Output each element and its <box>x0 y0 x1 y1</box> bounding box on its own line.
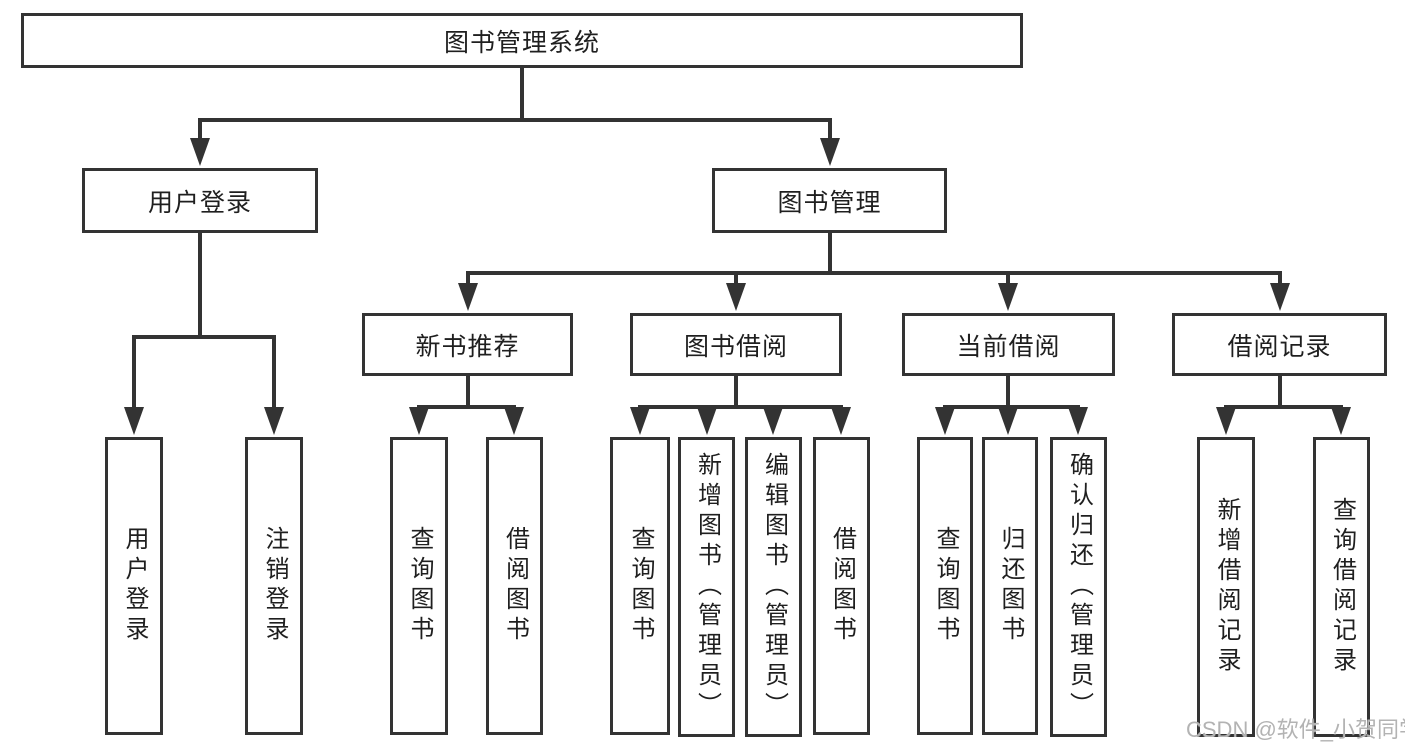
csdn-watermark: CSDN @软件_小贺同学 <box>1186 717 1405 742</box>
arrow-down-icon <box>630 407 851 435</box>
node-book-management: 图书管理 <box>712 168 947 233</box>
leaf-label: 查询图书 <box>627 526 654 646</box>
leaf-user-login: 用户登录 <box>105 437 163 735</box>
leaf-label: 查询借阅记录 <box>1328 497 1356 677</box>
arrow-down-icon <box>190 138 840 166</box>
connector-current-children <box>935 376 1088 435</box>
connector-newbook-children <box>409 376 524 435</box>
leaf-label: 用户登录 <box>121 526 148 646</box>
leaf-borrow-query-books: 查询图书 <box>610 437 670 735</box>
leaf-label: 注销登录 <box>261 526 288 646</box>
leaf-label: 借阅图书 <box>828 526 856 646</box>
leaf-current-confirm-return-admin: 确认归还（管理员） <box>1050 437 1107 737</box>
leaf-current-query-books: 查询图书 <box>917 437 973 735</box>
leaf-borrow-add-books-admin: 新增图书（管理员） <box>678 437 735 737</box>
leaf-label: 确认归还（管理员） <box>1065 452 1093 722</box>
leaf-label: 借阅图书 <box>501 526 529 646</box>
node-root-system: 图书管理系统 <box>21 13 1023 68</box>
connector-mgmt-to-level3 <box>458 233 1290 311</box>
leaf-label: 归还图书 <box>997 526 1024 646</box>
leaf-newbook-borrow-books: 借阅图书 <box>486 437 543 735</box>
leaf-label: 编辑图书（管理员） <box>760 452 788 722</box>
arrow-down-icon <box>1216 407 1351 435</box>
leaf-borrow-borrow-books: 借阅图书 <box>813 437 870 735</box>
node-current-borrow: 当前借阅 <box>902 313 1115 376</box>
arrow-down-icon <box>409 407 524 435</box>
arrow-down-icon <box>458 283 1290 311</box>
node-borrow-records: 借阅记录 <box>1172 313 1387 376</box>
arrow-down-icon <box>935 407 1088 435</box>
connector-root-to-level2 <box>190 68 840 166</box>
leaf-borrow-edit-books-admin: 编辑图书（管理员） <box>745 437 802 737</box>
arrow-down-icon <box>124 407 284 435</box>
node-book-borrow: 图书借阅 <box>630 313 842 376</box>
leaf-label: 查询图书 <box>932 526 959 646</box>
leaf-label: 新增图书（管理员） <box>693 452 721 722</box>
node-new-book-recommend: 新书推荐 <box>362 313 573 376</box>
leaf-current-return-books: 归还图书 <box>982 437 1038 735</box>
leaf-label: 新增借阅记录 <box>1213 497 1240 677</box>
connector-login-children <box>124 233 284 435</box>
node-user-login: 用户登录 <box>82 168 318 233</box>
connector-borrow-children <box>630 376 851 435</box>
leaf-records-add-record: 新增借阅记录 <box>1197 437 1255 737</box>
leaf-newbook-query-books: 查询图书 <box>390 437 448 735</box>
leaf-records-query-record: 查询借阅记录 <box>1313 437 1370 737</box>
leaf-label: 查询图书 <box>406 526 433 646</box>
leaf-logout-login: 注销登录 <box>245 437 303 735</box>
connector-records-children <box>1216 376 1351 435</box>
